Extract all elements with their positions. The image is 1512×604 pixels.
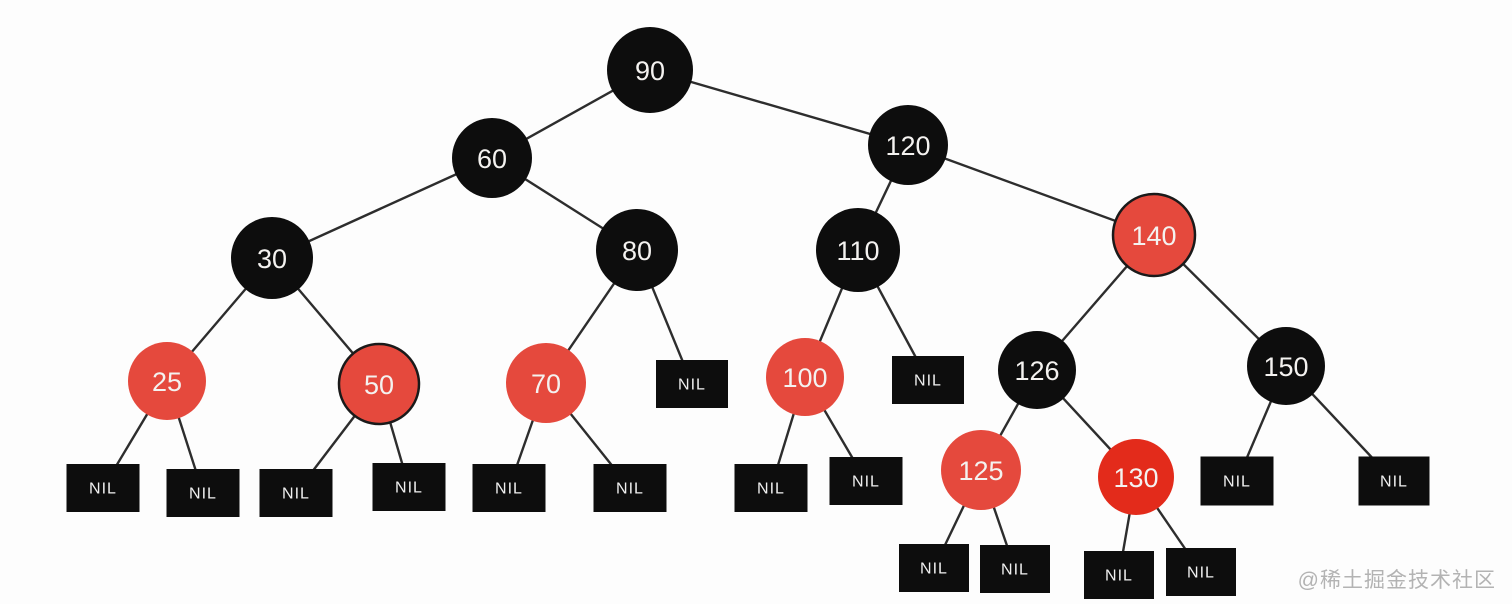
node-value-label: 126 [1014,356,1059,386]
node-value-label: 30 [257,244,287,274]
nil-label: NIL [678,377,706,394]
nil-leaf-nil125l: NIL [899,544,969,592]
nil-leaf-nil100l: NIL [734,464,808,512]
nil-leaf-nil150l: NIL [1200,456,1274,506]
node-value-label: 110 [836,236,879,266]
tree-node-126: 126 [998,331,1076,409]
tree-node-100: 100 [766,338,844,416]
watermark-text: @稀土掘金技术社区 [1297,569,1496,592]
tree-node-120: 120 [868,105,948,185]
nil-label: NIL [89,481,117,498]
nil-label: NIL [1105,568,1133,585]
tree-node-125: 125 [941,430,1021,510]
nil-label: NIL [1001,562,1029,579]
nil-box [593,464,667,512]
nil-box [1084,551,1154,599]
nil-box [372,463,446,511]
node-circle-130 [1098,439,1174,515]
tree-edge-n120-n140 [907,143,1155,237]
node-circle-25 [128,342,206,420]
tree-node-30: 30 [231,217,313,299]
node-circle-70 [506,343,586,423]
nil-leaf-nil50r: NIL [372,463,446,511]
node-value-label: 120 [885,131,930,161]
tree-node-60: 60 [452,118,532,198]
nil-leaf-nil100r: NIL [829,457,903,505]
tree-node-150: 150 [1247,327,1325,405]
tree-edge-n90-n120 [649,68,909,147]
nil-box [656,360,728,408]
node-circle-140 [1111,192,1197,278]
nil-leaf-nil50l: NIL [259,469,333,517]
node-value-label: 60 [477,144,507,174]
tree-node-80: 80 [596,209,678,291]
tree-node-25: 25 [128,342,206,420]
nil-leaf-nil130r: NIL [1166,548,1236,596]
node-circle-50 [337,342,421,426]
nil-leaf-nil110r: NIL [892,356,964,404]
node-value-label: 80 [622,236,652,266]
nil-leaf-nil150r: NIL [1358,456,1430,506]
nil-label: NIL [914,373,942,390]
nil-label: NIL [1380,474,1408,491]
nil-box [980,545,1050,593]
node-value-label: 50 [364,370,394,400]
nil-leaf-nil25l: NIL [66,464,140,512]
nil-leaf-nil125r: NIL [980,545,1050,593]
nil-leaf-nil25r: NIL [166,469,240,517]
node-circle-110 [816,208,900,292]
nil-leaf-nil70l: NIL [472,464,546,512]
node-value-label: 125 [958,456,1003,486]
node-circle-100 [766,338,844,416]
nil-leaf-nil130l: NIL [1084,551,1154,599]
nil-label: NIL [1187,565,1215,582]
nil-box [1166,548,1236,596]
node-value-label: 25 [152,367,182,397]
tree-node-70: 70 [506,343,586,423]
node-value-label: 150 [1263,352,1308,382]
node-circle-30 [231,217,313,299]
nil-box [1200,456,1274,506]
tree-node-50: 50 [337,342,421,426]
node-circle-150 [1247,327,1325,405]
node-value-label: 70 [531,369,561,399]
nil-box [472,464,546,512]
nil-box [259,469,333,517]
nil-box [734,464,808,512]
nil-box [829,457,903,505]
tree-node-130: 130 [1098,439,1174,515]
nil-label: NIL [495,481,523,498]
tree-node-90: 90 [607,27,693,113]
nil-box [892,356,964,404]
node-circle-60 [452,118,532,198]
nil-box [1358,456,1430,506]
nil-label: NIL [757,481,785,498]
nil-label: NIL [282,486,310,503]
nil-label: NIL [189,486,217,503]
node-value-label: 100 [782,363,827,393]
nil-box [899,544,969,592]
nil-label: NIL [852,474,880,491]
nil-box [166,469,240,517]
nil-leaf-nil80r: NIL [656,360,728,408]
node-circle-126 [998,331,1076,409]
nil-label: NIL [920,561,948,578]
tree-node-140: 140 [1111,192,1197,278]
nil-label: NIL [395,480,423,497]
node-value-label: 140 [1131,221,1176,251]
tree-node-110: 110 [816,208,900,292]
node-circle-80 [596,209,678,291]
nil-box [66,464,140,512]
node-value-label: 130 [1113,463,1158,493]
node-circle-120 [868,105,948,185]
node-circle-90 [607,27,693,113]
node-circle-125 [941,430,1021,510]
nil-label: NIL [1223,474,1251,491]
nil-label: NIL [616,481,644,498]
nil-leaf-nil70r: NIL [593,464,667,512]
node-value-label: 90 [635,56,665,86]
